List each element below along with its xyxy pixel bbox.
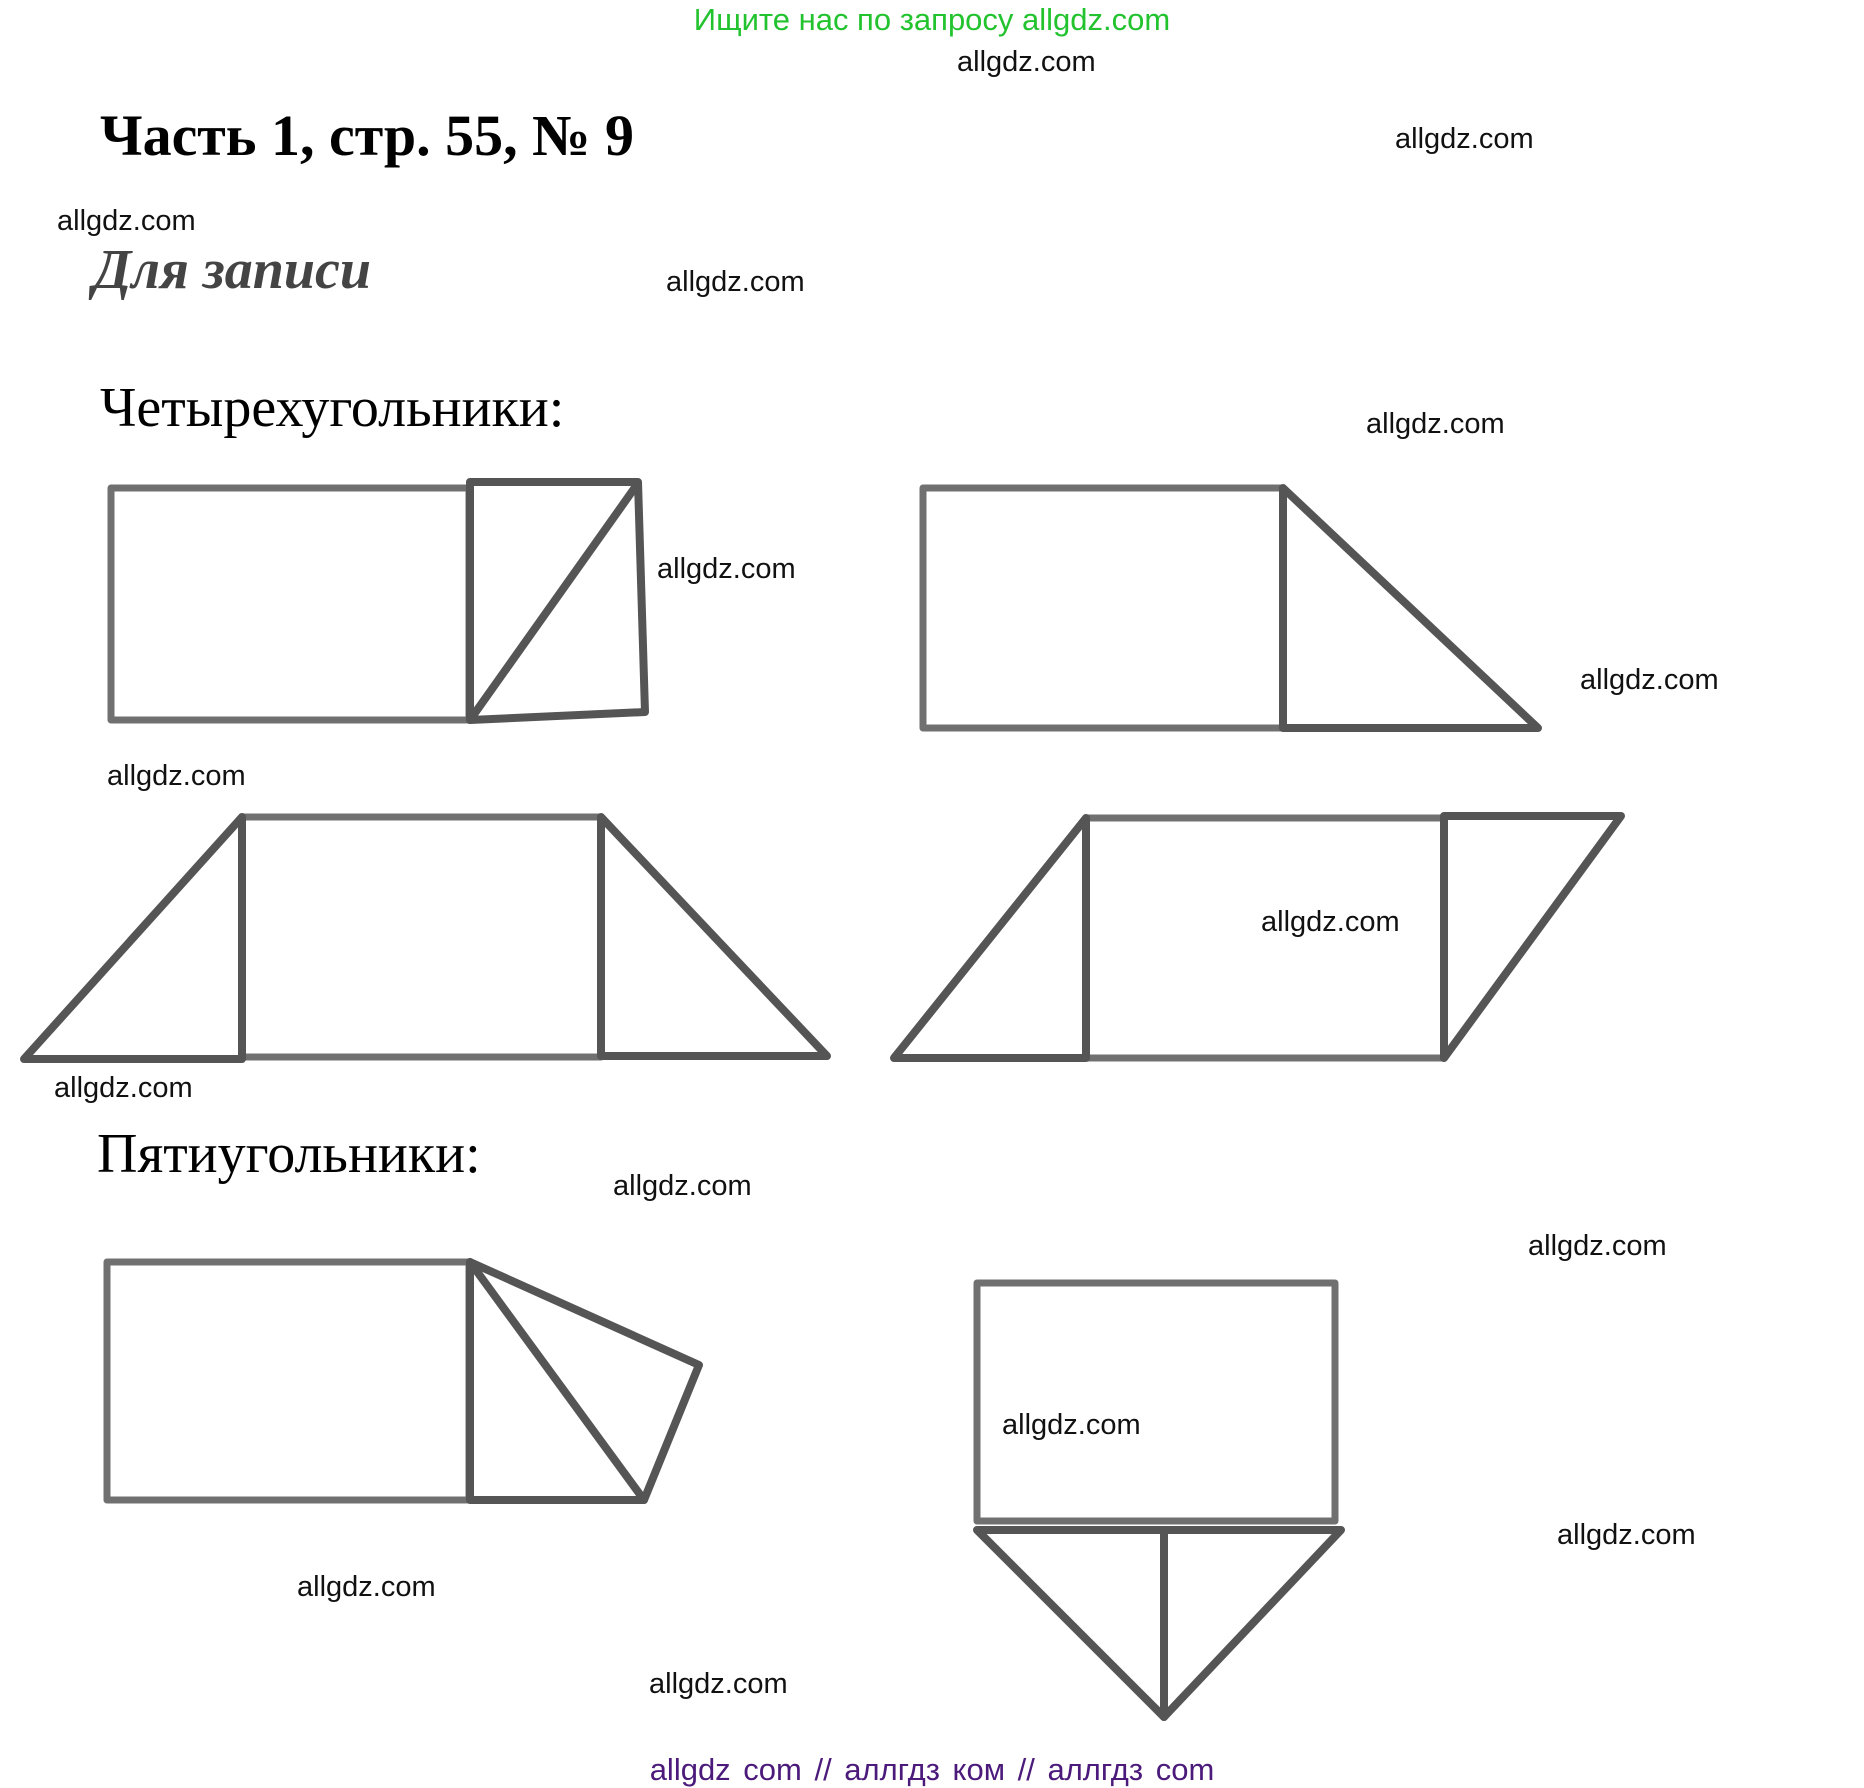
figure-pentagon-2 [973, 1279, 1345, 1721]
page-title: Часть 1, стр. 55, № 9 [100, 103, 634, 168]
figure-quadrilateral-2 [919, 484, 1542, 732]
subtitle: Для записи [93, 239, 371, 301]
watermark-text: allgdz.com [657, 553, 796, 585]
watermark-text: allgdz.com [1395, 123, 1534, 155]
watermark-text: allgdz.com [957, 46, 1096, 78]
watermark-text: allgdz.com [54, 1072, 193, 1104]
footer-watermark: allgdz com // аллгдз ком // аллгдз com [649, 1752, 1215, 1787]
watermark-text: allgdz.com [666, 266, 805, 298]
watermark-text: allgdz.com [107, 760, 246, 792]
watermark-text: allgdz.com [1528, 1230, 1667, 1262]
watermark-text: allgdz.com [1557, 1519, 1696, 1551]
watermark-text: allgdz.com [1002, 1409, 1141, 1441]
figure-pentagon-1 [103, 1258, 703, 1504]
watermark-text: allgdz.com [297, 1571, 436, 1603]
watermark-text: allgdz.com [649, 1668, 788, 1700]
watermark-text: allgdz.com [613, 1170, 752, 1202]
figure-quadrilateral-3 [20, 813, 831, 1063]
figure-quadrilateral-4 [890, 812, 1625, 1062]
watermark-text: allgdz.com [57, 205, 196, 237]
watermark-text: allgdz.com [1261, 906, 1400, 938]
watermark-text: allgdz.com [1580, 664, 1719, 696]
section-quadrilaterals: Четырехугольники: [100, 377, 565, 439]
section-pentagons: Пятиугольники: [97, 1123, 481, 1185]
search-banner: Ищите нас по запросу allgdz.com [693, 2, 1171, 37]
watermark-text: allgdz.com [1366, 408, 1505, 440]
figure-quadrilateral-1 [107, 478, 649, 724]
